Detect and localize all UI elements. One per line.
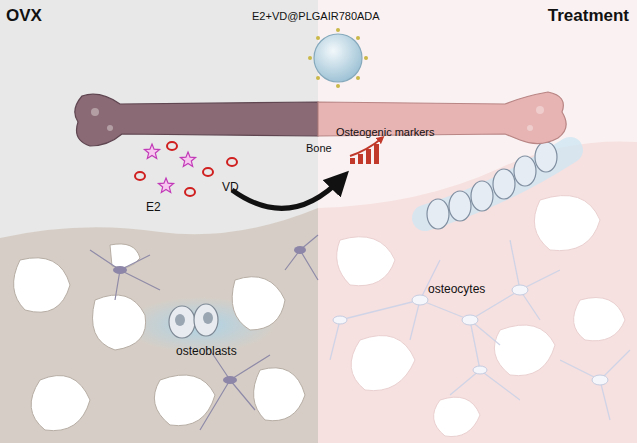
panel: Treatment	[318, 0, 637, 443]
bone-label: Bone	[306, 142, 332, 154]
molecule-label: VD	[222, 180, 239, 194]
panel: OVX	[0, 0, 318, 443]
nanoparticle-label: E2+VD@PLGAIR780ADA	[252, 10, 380, 22]
cell-label: osteoblasts	[176, 344, 237, 358]
chart-label: Osteogenic markers	[336, 126, 434, 138]
cell-label: osteocytes	[428, 282, 485, 296]
panel-heading: OVX	[6, 6, 42, 26]
molecule-label: E2	[146, 200, 161, 214]
panel-heading: Treatment	[548, 6, 629, 26]
